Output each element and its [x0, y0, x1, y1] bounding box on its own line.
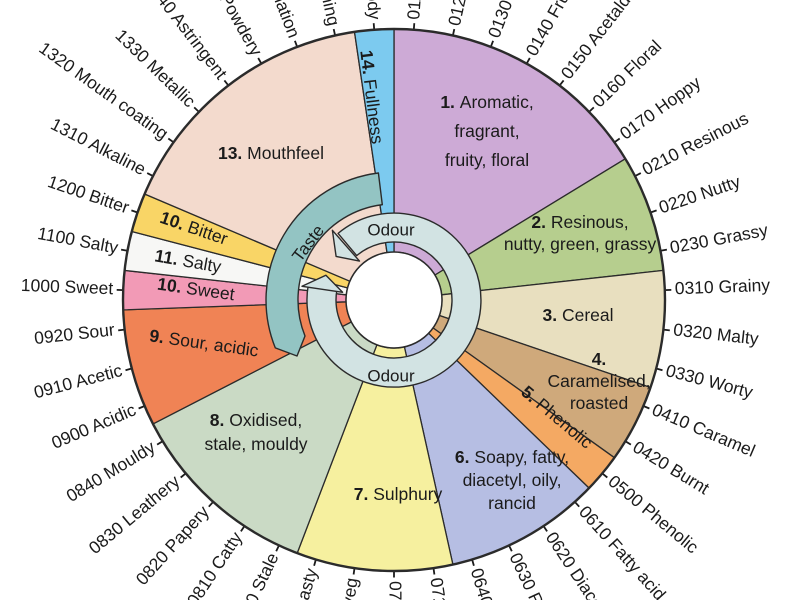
odour-label-bottom: Odour — [367, 366, 415, 385]
odour-ring — [306, 212, 482, 388]
segment-label-resinous-nutty-green-grassy: 2. Resinous,nutty, green, grassy — [504, 212, 657, 254]
odour-arrowhead-bottom — [301, 274, 344, 293]
segment-label-cereal: 3. Cereal — [542, 305, 613, 325]
subterm-label-1370-warming: 1370 Warming — [300, 0, 344, 28]
segment-label-soapy-fatty-diacetyl-oily-rancid: 6. Soapy, fatty,diacetyl, oily,rancid — [455, 447, 569, 513]
segment-label-aromatic-fragrant-fruity-floral: 1. Aromatic,fragrant,fruity, floral — [440, 92, 533, 170]
subterm-label-1200-bitter: 1200 Bitter — [45, 171, 132, 217]
subterm-label-0720-sulphidic: 0720 Sulphidic — [385, 581, 405, 600]
subterm-label-0640-oily: 0640 Oily — [467, 566, 507, 600]
subterm-label-0920-sour: 0920 Sour — [33, 319, 116, 348]
subterm-label-1000-sweet: 1000 Sweet — [21, 275, 114, 298]
subterm-label-0230-grassy: 0230 Grassy — [668, 220, 769, 258]
subterm-label-0810-catty: 0810 Catty — [183, 528, 247, 600]
subterm-label-0120-solvent-like: 0120 Solvent-like — [444, 0, 493, 28]
subterm-label-0220-nutty: 0220 Nutty — [656, 171, 743, 217]
subterm-label-0310-grainy: 0310 Grainy — [674, 275, 770, 298]
subterm-label-1100-salty: 1100 Salty — [36, 223, 120, 258]
subterm-label-0740-yeasty: 0740 Yeasty — [275, 566, 322, 600]
center-hole — [345, 251, 443, 349]
odour-arrowhead-top — [331, 229, 361, 262]
subterm-label-1410-body: 1410 Body — [359, 0, 385, 21]
wheel-outline — [121, 27, 667, 573]
segment-label-caramelised-roasted: 4.Caramelised,roasted — [547, 349, 650, 413]
subterm-label-0330-worty: 0330 Worty — [664, 360, 756, 402]
subterm-label-0130-estery: 0130 Estery — [484, 0, 536, 41]
subterm-label-0800-stale: 0800 Stale — [229, 550, 283, 600]
taste-arc — [265, 172, 383, 357]
segment-label-sulphury: 7. Sulphury — [354, 484, 443, 504]
subterm-label-0730-cooked-veg: 0730 Cooked veg — [322, 576, 362, 600]
subterm-label-0710-sulphitic: 0710 Sulphitic — [426, 576, 462, 600]
subterm-label-0320-malty: 0320 Malty — [672, 319, 760, 348]
segment-label-oxidised-stale-mouldy: 8. Oxidised,stale, mouldy — [204, 410, 307, 454]
subterm-label-0900-acidic: 0900 Acidic — [49, 399, 139, 452]
segment-label-mouthfeel: 13. Mouthfeel — [218, 143, 324, 163]
subterm-label-0420-burnt: 0420 Burnt — [629, 437, 713, 499]
subterm-label-0910-acetic: 0910 Acetic — [32, 360, 125, 402]
subterm-label-0110-alcoholic: 0110 Alcoholic — [403, 0, 431, 20]
odour-label-top: Odour — [367, 220, 415, 239]
